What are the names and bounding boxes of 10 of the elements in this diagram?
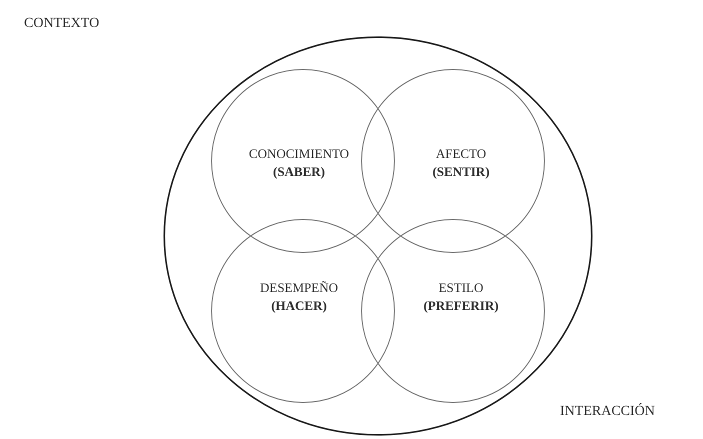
circle-heading: AFECTO	[436, 145, 486, 163]
circle-subheading: (HACER)	[271, 297, 327, 315]
circle-heading: DESEMPEÑO	[260, 279, 338, 297]
circle-subheading: (PREFERIR)	[423, 297, 499, 315]
circle-heading: ESTILO	[438, 279, 484, 297]
circle-subheading: (SABER)	[272, 163, 325, 181]
circle-subheading: (SENTIR)	[432, 163, 490, 181]
corner-label: INTERACCIÓN	[560, 404, 655, 420]
circle-heading: CONOCIMIENTO	[248, 145, 350, 163]
corner-label: CONTEXTO	[24, 16, 100, 32]
